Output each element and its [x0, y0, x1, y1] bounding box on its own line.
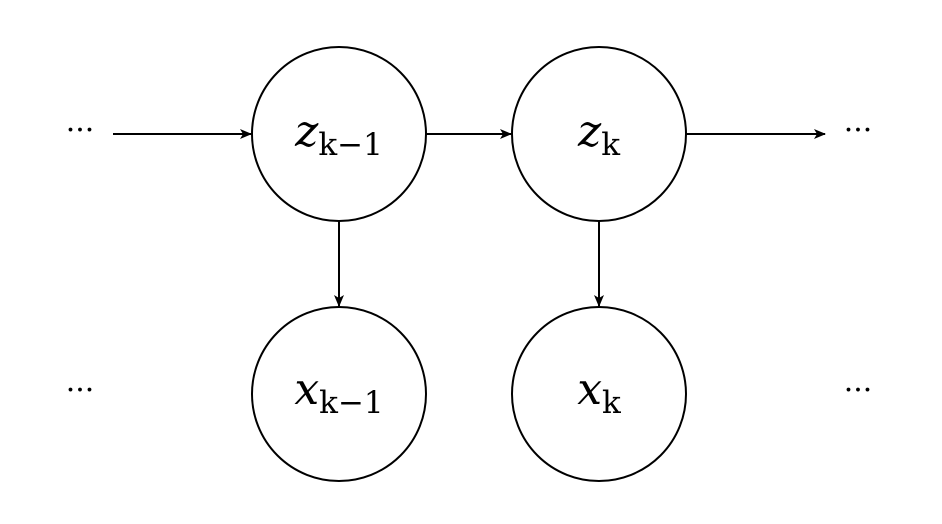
node-z-curr-circle [511, 46, 687, 222]
ellipsis-bottom-right: ··· [844, 373, 873, 408]
node-x-curr: xk [511, 306, 687, 482]
node-x-curr-label: xk [577, 364, 621, 421]
node-z-prev: zk−1 [251, 46, 427, 222]
ellipsis-bottom-left: ··· [66, 373, 95, 408]
ellipsis-top-left: ··· [66, 113, 95, 148]
node-x-prev-label: xk−1 [294, 364, 383, 421]
node-x-prev-circle [251, 306, 427, 482]
node-z-prev-circle [251, 46, 427, 222]
ellipsis-top-right: ··· [844, 113, 873, 148]
node-z-curr: zk [511, 46, 687, 222]
node-z-prev-label: zk−1 [294, 106, 383, 163]
node-z-curr-label: zk [577, 106, 620, 163]
node-x-curr-circle [511, 306, 687, 482]
node-x-prev: xk−1 [251, 306, 427, 482]
